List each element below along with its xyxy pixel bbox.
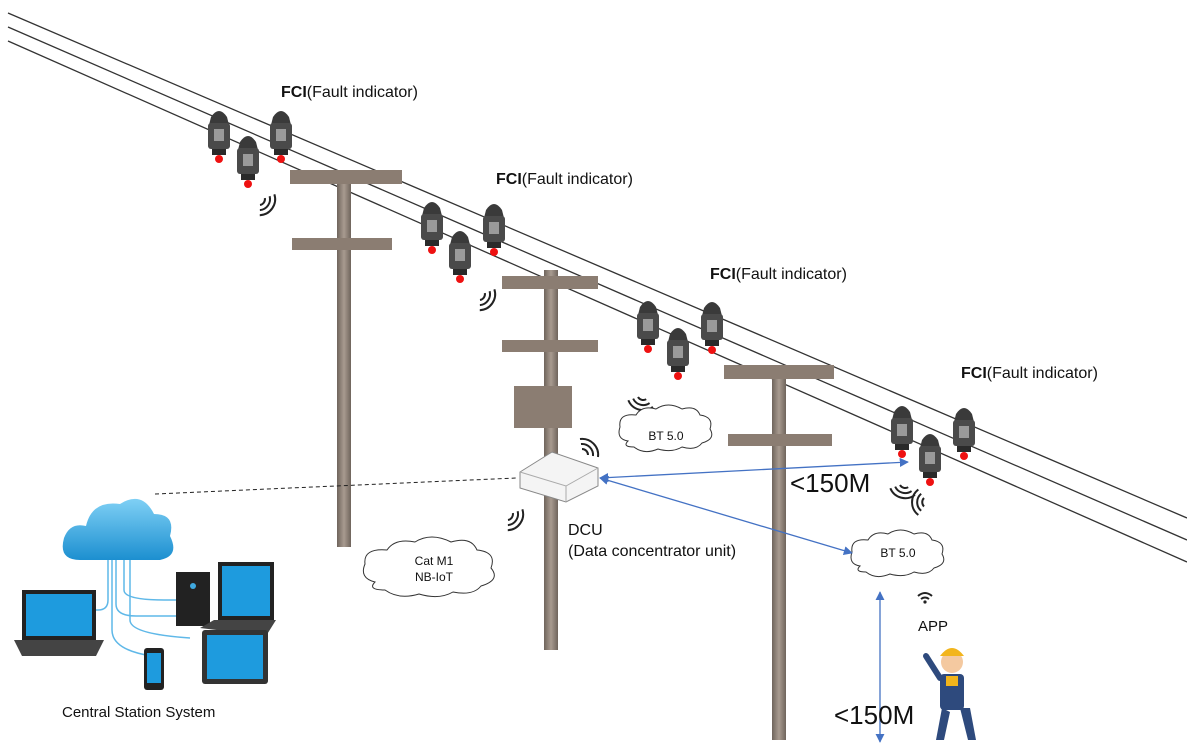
bt-cloud-2 (850, 529, 945, 578)
dcu-to-app-link (599, 475, 853, 556)
fci-label-4: FCI(Fault indicator) (961, 365, 1098, 382)
cloud-icon (62, 498, 174, 560)
utility-pole-2 (502, 270, 598, 650)
monitor-icon (200, 562, 276, 636)
central-station-system (14, 498, 276, 690)
desktop-tower-icon (176, 572, 210, 626)
cellular-cloud-label: Cat M1 NB-IoT (398, 553, 470, 585)
dcu-to-fci-link (599, 457, 909, 483)
fci-label-3: FCI(Fault indicator) (710, 266, 847, 283)
tablet-icon (202, 630, 268, 684)
fault-indicator-group-1 (208, 111, 292, 217)
transformer-icon (514, 386, 572, 428)
app-label: APP (918, 618, 949, 635)
fault-indicator-group-3 (627, 301, 723, 418)
wifi-icon (917, 592, 933, 604)
cellular-line-2: NB-IoT (414, 570, 453, 584)
bt-cloud-label-2: BT 5.0 (880, 546, 916, 560)
wireless-signal-icon (503, 508, 527, 532)
field-worker-icon (923, 648, 976, 740)
bt-cloud-label-1: BT 5.0 (648, 429, 684, 443)
dcu-full-name: (Data concentrator unit) (568, 543, 737, 560)
wireless-signal-icon (475, 288, 499, 312)
wireless-signal-icon (255, 193, 279, 217)
cellular-line-1: Cat M1 (414, 554, 454, 568)
laptop-icon (14, 590, 104, 656)
dcu-device-icon (503, 437, 600, 532)
dcu-to-central-link (154, 477, 517, 495)
utility-pole-3 (724, 365, 834, 740)
fault-indicator-group-4 (889, 406, 975, 517)
wireless-signal-icon (579, 437, 600, 458)
cellular-cloud (362, 536, 495, 598)
bt-cloud-1 (618, 404, 713, 453)
phone-icon (144, 648, 164, 690)
central-station-label: Central Station System (62, 704, 216, 721)
dcu-abbr: DCU (568, 522, 603, 539)
fci-label-1: FCI(Fault indicator) (281, 84, 418, 101)
distance-label-dcu: <150M (790, 468, 871, 498)
fci-label-2: FCI(Fault indicator) (496, 171, 633, 188)
distance-label-app: <150M (834, 700, 915, 730)
dcu-label: DCU (Data concentrator unit) (568, 520, 736, 562)
fault-indicator-group-2 (421, 202, 505, 312)
utility-pole-1 (290, 170, 402, 547)
